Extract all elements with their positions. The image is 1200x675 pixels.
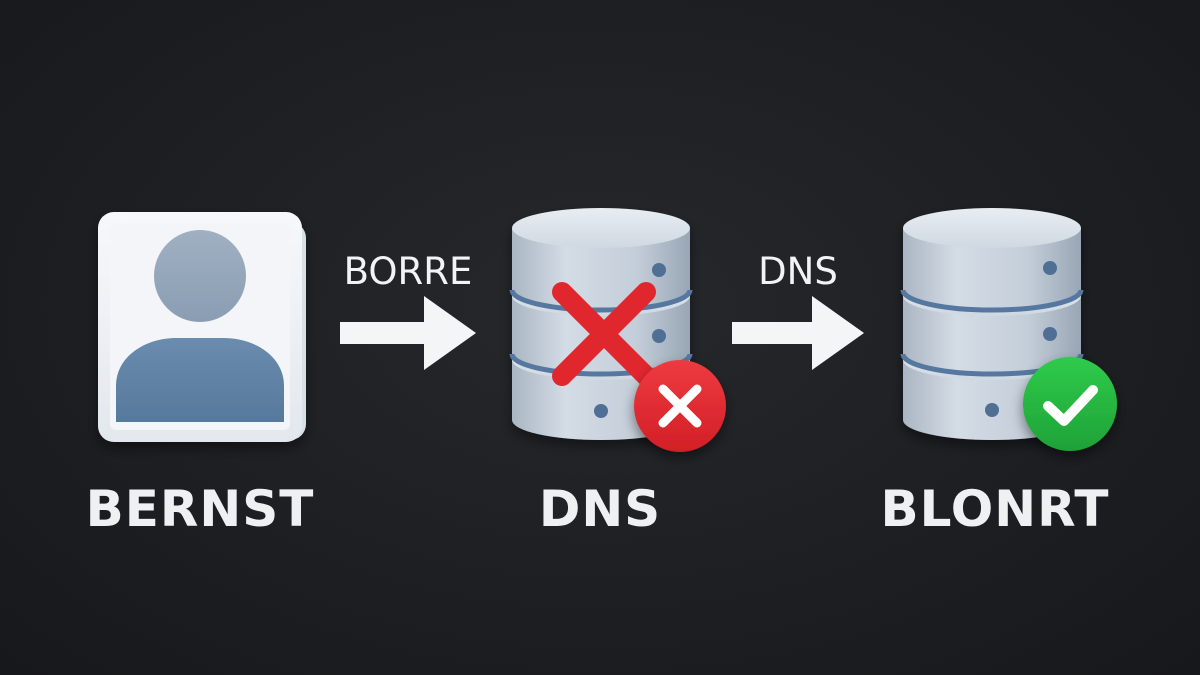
edge-label-dns: DNS: [758, 250, 838, 293]
node-label-ok-server: BLONRT: [880, 480, 1110, 538]
arrow-dns-to-server: [732, 296, 864, 370]
node-label-user: BERNST: [85, 480, 315, 538]
error-badge-icon: [634, 360, 726, 452]
edge-label-borre: BORRE: [343, 250, 473, 293]
user-profile-icon: [98, 212, 306, 442]
error-cross-icon: [552, 282, 656, 386]
node-label-failed-server: DNS: [538, 480, 662, 538]
arrow-user-to-dns: [340, 296, 476, 370]
success-badge-icon: [1023, 357, 1117, 451]
